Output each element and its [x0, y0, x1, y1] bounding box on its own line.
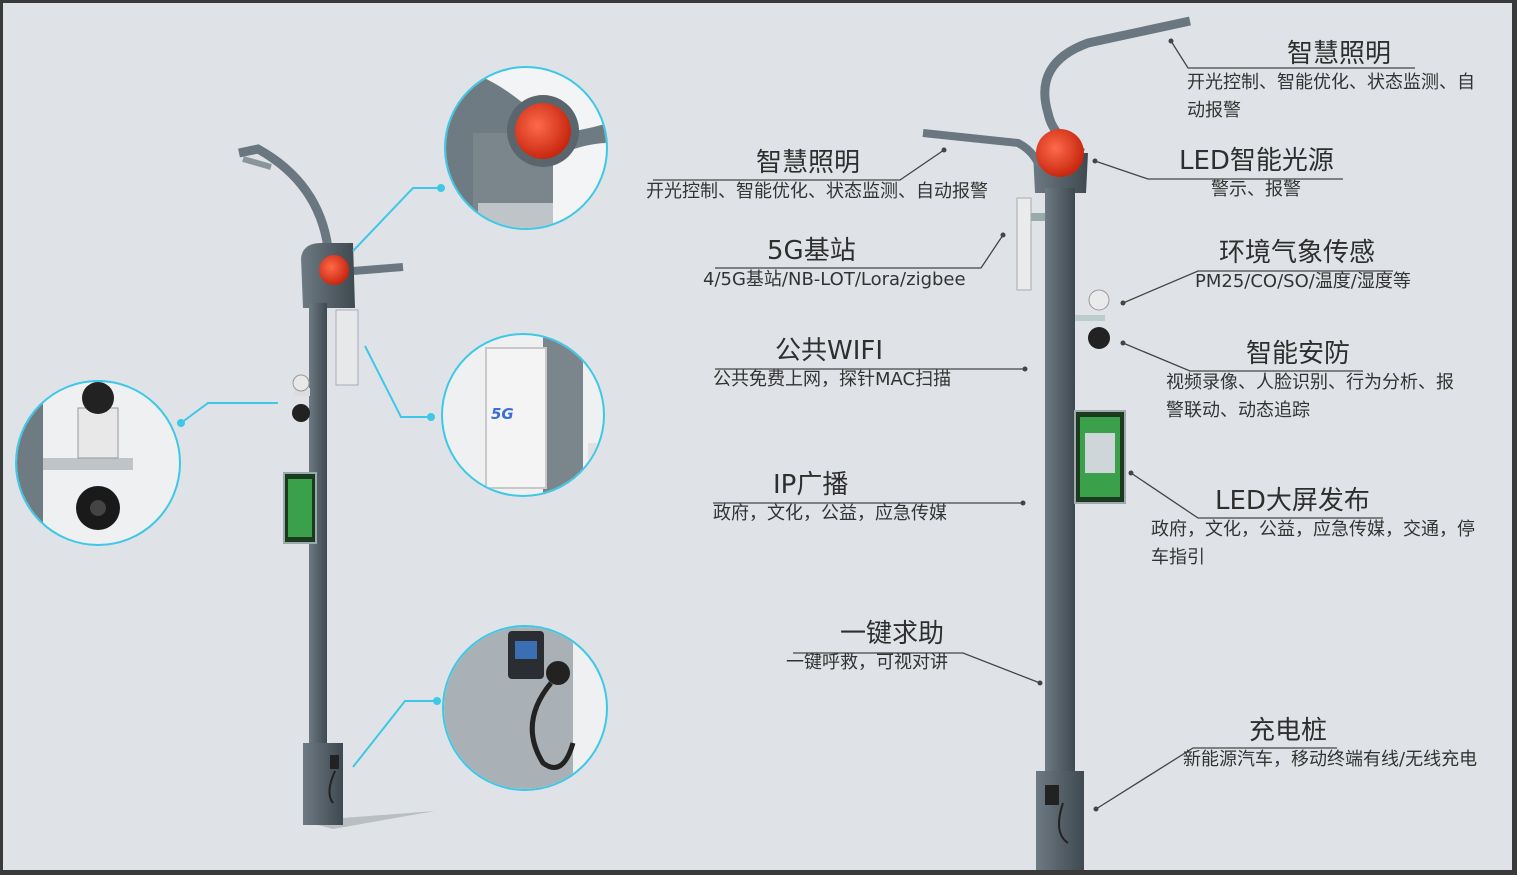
red-light-icon	[319, 255, 349, 285]
feature-title: 智慧照明	[756, 148, 861, 178]
feature-title: LED大屏发布	[1215, 486, 1370, 516]
feature-security: 智能安防 视频录像、人脸识别、行为分析、报警联动、动态追踪	[1166, 339, 1466, 425]
feature-title: 智慧照明	[1287, 39, 1392, 69]
smart-pole-illustration	[15, 16, 1415, 870]
feature-title: 智能安防	[1246, 339, 1351, 369]
feature-desc: 公共免费上网，探针MAC扫描	[713, 369, 952, 390]
feature-title: 公共WIFI	[775, 336, 883, 366]
zoom-camera-circle	[15, 380, 181, 546]
feature-desc: 开光控制、智能优化、状态监测、自动报警	[1187, 72, 1475, 121]
feature-title: 充电桩	[1249, 716, 1328, 746]
feature-title: 一键求助	[840, 619, 945, 649]
feature-title: LED智能光源	[1179, 146, 1334, 176]
feature-desc: 政府，文化，公益，应急传媒	[713, 503, 947, 524]
diagram-canvas: 5G 智慧照明 开光控制、智能优化、状态监测、自动报警 智慧照明 开光控制、智能…	[3, 3, 1512, 870]
feature-sos: 一键求助 一键呼救，可视对讲	[786, 619, 948, 677]
feature-desc: 视频录像、人脸识别、行为分析、报警联动、动态追踪	[1166, 372, 1454, 421]
feature-lighting-right: 智慧照明 开光控制、智能优化、状态监测、自动报警	[1187, 39, 1487, 125]
feature-title: 环境气象传感	[1219, 238, 1376, 268]
zoom-light-circle	[444, 66, 608, 230]
feature-desc: 开光控制、智能优化、状态监测、自动报警	[646, 181, 988, 202]
feature-wifi: 公共WIFI 公共免费上网，探针MAC扫描	[713, 336, 951, 394]
zoom-5g-circle	[441, 333, 605, 497]
feature-desc: 警示、报警	[1211, 179, 1301, 200]
feature-ip-broadcast: IP广播 政府，文化，公益，应急传媒	[713, 470, 947, 528]
feature-desc: 4/5G基站/NB-LOT/Lora/zigbee	[703, 269, 966, 290]
feature-environment: 环境气象传感 PM25/CO/SO/温度/湿度等	[1195, 238, 1411, 296]
left-callout-lines	[177, 184, 445, 768]
feature-led-light: LED智能光源 警示、报警	[1179, 146, 1334, 204]
feature-led-screen: LED大屏发布 政府，文化，公益，应急传媒，交通，停车指引	[1151, 486, 1486, 572]
right-leader-lines	[653, 40, 1415, 810]
zoom-charger-circle	[442, 625, 608, 791]
feature-desc: 政府，文化，公益，应急传媒，交通，停车指引	[1151, 519, 1475, 568]
feature-5g-base: 5G基站 4/5G基站/NB-LOT/Lora/zigbee	[703, 236, 966, 294]
red-light-icon	[1036, 129, 1084, 177]
badge-5g: 5G	[491, 405, 514, 423]
feature-desc: 新能源汽车，移动终端有线/无线充电	[1183, 749, 1478, 770]
feature-title: 5G基站	[767, 236, 856, 266]
feature-desc: PM25/CO/SO/温度/湿度等	[1195, 271, 1411, 292]
right-pole	[922, 16, 1191, 870]
feature-lighting-left: 智慧照明 开光控制、智能优化、状态监测、自动报警	[646, 148, 988, 206]
feature-charger: 充电桩 新能源汽车，移动终端有线/无线充电	[1183, 716, 1477, 774]
feature-title: IP广播	[773, 470, 849, 500]
left-pole	[238, 144, 435, 829]
feature-desc: 一键呼救，可视对讲	[786, 652, 948, 673]
